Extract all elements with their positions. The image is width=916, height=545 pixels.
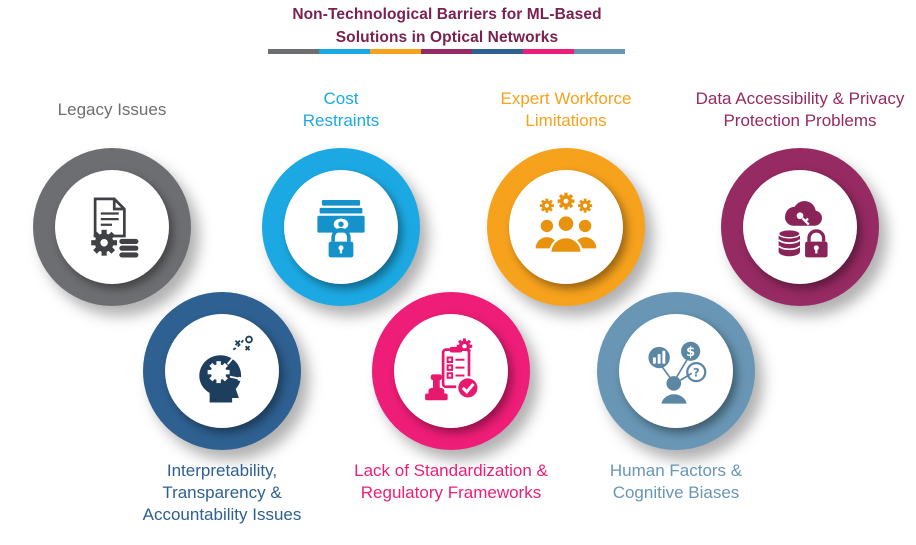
barrier-circle-inner: [55, 170, 169, 284]
barrier-circle: [721, 148, 879, 306]
barrier-circle: [487, 148, 645, 306]
money-lock-icon: [317, 200, 365, 258]
colorbar-segment: [370, 49, 421, 54]
barrier-label: Legacy Issues: [57, 100, 167, 119]
barrier-cost-restraints: Cost Restraints: [216, 80, 466, 306]
barrier-label: Human Factors & Cognitive Biases: [609, 461, 743, 502]
barrier-circle: [143, 292, 301, 450]
barrier-circle-inner: [284, 170, 398, 284]
barrier-circle-inner: $ ?: [619, 314, 733, 428]
barrier-expert-workforce: Expert Workforce Limitations: [441, 80, 691, 306]
page-title: Non-Technological Barriers for ML-Based …: [292, 6, 602, 46]
barrier-data-privacy: Data Accessibility & Privacy Protection …: [675, 80, 916, 306]
head-brain-strategy-icon: [199, 335, 253, 403]
colorbar-segment: [268, 49, 319, 54]
barrier-circle-inner: [743, 170, 857, 284]
cloud-key-database-lock-icon: [777, 201, 828, 258]
colorbar-segment: [319, 49, 370, 54]
barrier-circle: $ ?: [597, 292, 755, 450]
workforce-gears-icon: [535, 192, 597, 254]
barrier-circle: [262, 148, 420, 306]
barrier-label: Interpretability, Transparency & Account…: [142, 461, 302, 524]
barrier-circle-inner: [165, 314, 279, 428]
barrier-legacy-issues: Legacy Issues: [0, 80, 237, 306]
person-thought-bubbles-icon: $ ?: [648, 341, 707, 404]
barrier-label: Lack of Standardization & Regulatory Fra…: [354, 461, 548, 502]
clipboard-check-gear-stamp-icon: [425, 338, 480, 401]
barrier-human-factors: $ ? Human Factors & Cognitive Biases: [551, 292, 801, 504]
colorbar-segment: [574, 49, 625, 54]
document-gear-coins-icon: [91, 197, 140, 259]
colorbar-segment: [421, 49, 472, 54]
barrier-label: Data Accessibility & Privacy Protection …: [695, 89, 905, 130]
barrier-circle-inner: [394, 314, 508, 428]
barrier-standardization: Lack of Standardization & Regulatory Fra…: [326, 292, 576, 504]
colorbar-segment: [523, 49, 574, 54]
barrier-circle: [33, 148, 191, 306]
barrier-circle: [372, 292, 530, 450]
barrier-label: Cost Restraints: [302, 89, 380, 130]
svg-text:$: $: [686, 345, 695, 360]
svg-text:?: ?: [693, 366, 700, 380]
title-underline-bar: [268, 49, 625, 54]
barrier-circle-inner: [509, 170, 623, 284]
barrier-label: Expert Workforce Limitations: [500, 89, 632, 130]
barrier-interpretability: Interpretability, Transparency & Account…: [97, 292, 347, 526]
colorbar-segment: [472, 49, 523, 54]
